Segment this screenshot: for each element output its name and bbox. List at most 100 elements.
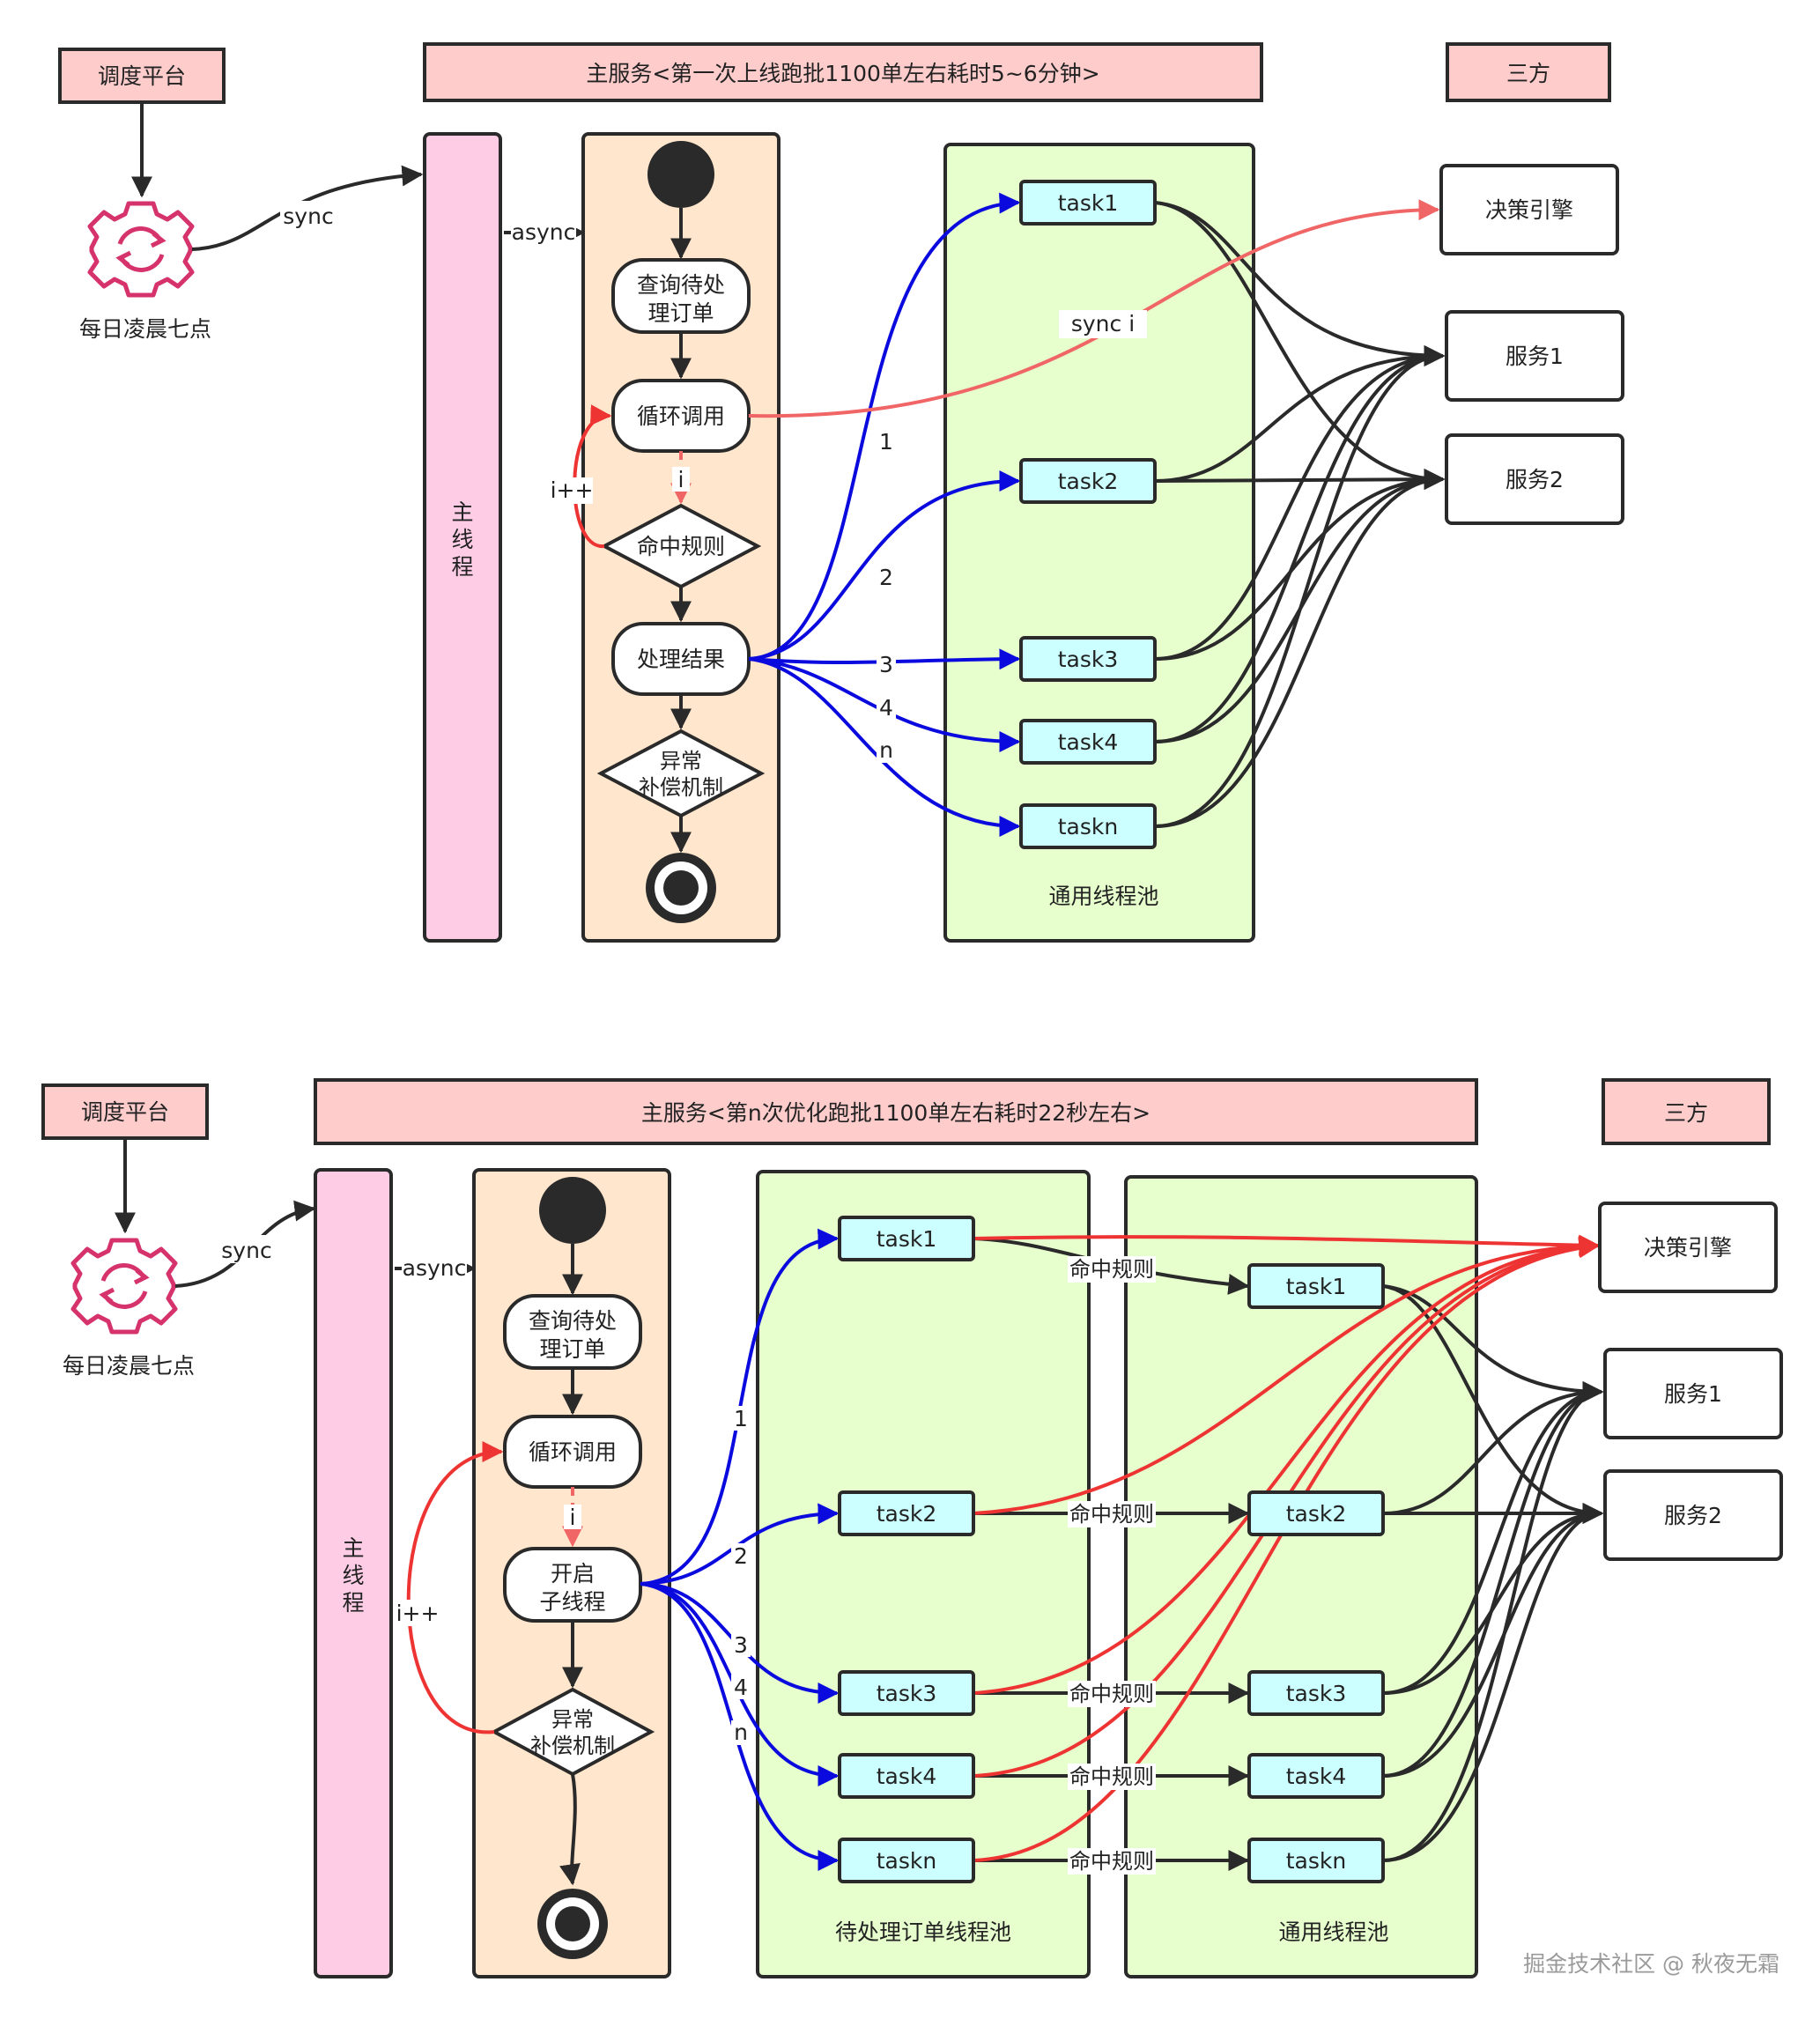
bottom-pending-task-4-label: task4 [877, 1764, 937, 1789]
bottom-pending-task-n [838, 1838, 975, 1883]
bottom-diagram: 调度平台 每日凌晨七点 sync 主服务<第n次优化跑批1100单左右耗时22秒… [41, 1078, 1783, 1978]
bottom-index-1: 1 [734, 1406, 748, 1431]
top-rule-label: 命中规则 [637, 534, 725, 559]
top-start-node [647, 141, 714, 208]
bottom-general-task-3 [1247, 1670, 1385, 1716]
bottom-general-task-2 [1247, 1490, 1385, 1536]
bottom-index-2: 2 [734, 1543, 748, 1569]
bottom-index-3: 3 [734, 1632, 748, 1658]
bottom-loop-label: 循环调用 [529, 1439, 617, 1465]
bottom-pending-task-3-label: task3 [877, 1681, 937, 1706]
bottom-pending-task-2 [838, 1490, 975, 1536]
top-main-thread-bar [423, 132, 502, 943]
top-query-line-1: 查询待处 [637, 272, 725, 298]
bottom-third-party-header [1602, 1078, 1771, 1145]
top-task-n-label: taskn [1058, 814, 1118, 839]
bottom-main-thread-char-1: 主 [342, 1535, 364, 1561]
bottom-pending-task-4 [838, 1753, 975, 1799]
top-decision-engine-box [1439, 164, 1619, 255]
bottom-i-plus-plus-label: i++ [396, 1601, 440, 1626]
bottom-async-label: async [403, 1255, 467, 1281]
top-i-label: i [678, 467, 684, 492]
bottom-third-party-label: 三方 [1664, 1100, 1708, 1126]
top-exception-line-2: 补偿机制 [639, 775, 723, 800]
bottom-service-2-box [1603, 1469, 1783, 1561]
top-task-3 [1019, 636, 1157, 682]
bottom-index-n: n [734, 1719, 748, 1745]
bottom-end-node [537, 1889, 608, 1959]
bottom-general-task-2-label: task2 [1286, 1501, 1347, 1527]
top-task-1 [1019, 180, 1157, 226]
bottom-scheduler-box [41, 1083, 209, 1140]
bottom-main-header-label: 主服务<第n次优化跑批1100单左右耗时22秒左右> [641, 1100, 1150, 1126]
bottom-rule-label-4: 命中规则 [1069, 1764, 1154, 1789]
top-service-1-box [1445, 310, 1624, 402]
top-task-4 [1019, 719, 1157, 765]
bottom-general-task-3-label: task3 [1286, 1681, 1347, 1706]
bottom-main-thread-bar [314, 1168, 393, 1978]
top-third-party-header [1446, 42, 1611, 102]
bottom-start-subthread-line-2: 子线程 [539, 1589, 605, 1615]
bottom-rule-label-3: 命中规则 [1069, 1682, 1154, 1706]
top-query-line-2: 理订单 [647, 300, 714, 326]
bottom-service-1-label: 服务1 [1664, 1381, 1722, 1407]
bottom-service-1-box [1603, 1348, 1783, 1439]
bottom-start-subthread-line-1: 开启 [551, 1561, 595, 1586]
top-task-2-label: task2 [1058, 469, 1119, 494]
bottom-general-task-4 [1247, 1753, 1385, 1799]
watermark: 掘金技术社区 @ 秋夜无霜 [1523, 1951, 1779, 1977]
gear-sync-icon [70, 1238, 178, 1335]
bottom-pending-task-1 [838, 1216, 975, 1261]
bottom-sync-label: sync [221, 1238, 271, 1263]
bottom-main-thread-char-3: 程 [342, 1590, 364, 1616]
top-decision-engine-label: 决策引擎 [1485, 197, 1573, 223]
top-index-n: n [879, 737, 893, 763]
bottom-general-task-n [1247, 1838, 1385, 1883]
top-loop-label: 循环调用 [637, 403, 725, 429]
top-service-2-box [1445, 433, 1624, 525]
top-async-label: async [512, 219, 576, 245]
top-process-label: 处理结果 [637, 647, 725, 672]
bottom-trigger-label: 每日凌晨七点 [63, 1353, 195, 1379]
top-task-3-label: task3 [1058, 647, 1119, 672]
top-main-thread-char-1: 主 [451, 499, 473, 525]
bottom-rule-label-5: 命中规则 [1069, 1849, 1154, 1874]
top-scheduler-label: 调度平台 [98, 63, 186, 89]
top-index-3: 3 [879, 652, 893, 677]
top-main-thread-char-3: 程 [451, 554, 473, 580]
gear-sync-icon [87, 201, 195, 298]
bottom-rule-label-1: 命中规则 [1069, 1257, 1154, 1282]
bottom-main-header [314, 1078, 1478, 1145]
top-service-1-label: 服务1 [1506, 344, 1564, 369]
bottom-rule-label-2: 命中规则 [1069, 1502, 1154, 1527]
bottom-general-task-4-label: task4 [1286, 1764, 1347, 1789]
top-sync-label: sync [283, 203, 333, 229]
top-service-2-label: 服务2 [1506, 467, 1564, 492]
bottom-pending-task-n-label: taskn [877, 1848, 936, 1874]
bottom-decision-engine-box [1598, 1202, 1778, 1293]
bottom-service-2-label: 服务2 [1664, 1503, 1722, 1528]
top-pool-label: 通用线程池 [1048, 884, 1158, 909]
top-sync-i-label: sync i [1071, 311, 1135, 336]
top-index-4: 4 [879, 695, 893, 721]
top-diagram: 调度平台 每日凌晨七点 sync 主服务<第一次上线跑批1100单左右耗时5~6… [58, 42, 1624, 943]
top-main-header-label: 主服务<第一次上线跑批1100单左右耗时5~6分钟> [586, 61, 1099, 86]
top-task-2 [1019, 458, 1157, 504]
bottom-general-task-1-label: task1 [1286, 1274, 1347, 1299]
bottom-exception-line-1: 异常 [551, 1707, 594, 1732]
bottom-query-line-1: 查询待处 [529, 1308, 617, 1334]
bottom-pending-task-3 [838, 1670, 975, 1716]
top-end-node [646, 853, 716, 923]
top-main-header [423, 42, 1263, 102]
bottom-pending-task-1-label: task1 [877, 1226, 937, 1252]
top-task-n [1019, 803, 1157, 849]
bottom-exception-line-2: 补偿机制 [530, 1734, 615, 1758]
top-third-party-label: 三方 [1506, 61, 1550, 86]
top-task-1-label: task1 [1058, 190, 1119, 216]
bottom-decision-engine-label: 决策引擎 [1644, 1235, 1732, 1261]
bottom-general-task-n-label: taskn [1286, 1848, 1346, 1874]
top-index-1: 1 [879, 429, 893, 455]
top-i-plus-plus-label: i++ [551, 477, 594, 503]
top-trigger-label: 每日凌晨七点 [79, 316, 211, 342]
